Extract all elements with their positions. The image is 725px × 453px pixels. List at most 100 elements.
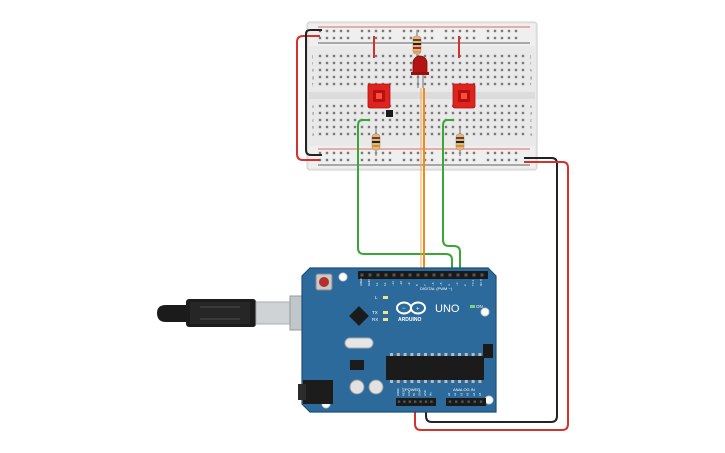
breadboard-hole [416,111,420,115]
usb-plug-metal [255,301,291,325]
breadboard-hole [353,132,357,136]
chip-pin [437,380,441,383]
chip-pin [430,380,434,383]
breadboard-hole [395,111,399,115]
breadboard-hole [374,68,378,72]
breadboard-hole [318,118,322,122]
breadboard-hole [444,29,448,33]
breadboard-hole [332,54,336,58]
mount-hole-1 [338,272,348,282]
breadboard-hole [437,82,441,86]
breadboard-hole [437,104,441,108]
breadboard-hole [325,125,329,129]
voltage-regulator [350,360,364,370]
breadboard-hole [444,132,448,136]
usb-chip [349,306,369,326]
resistor-led [412,30,422,60]
breadboard-hole [465,36,469,40]
arduino-logo-icon: − + [396,301,426,315]
digital-pin-label: 12 [383,282,387,286]
breadboard-hole [493,158,497,162]
breadboard-hole [402,125,406,129]
breadboard-hole [374,158,378,162]
breadboard-row-letter: e [530,104,533,109]
breadboard-hole [486,75,490,79]
breadboard-hole [451,158,455,162]
breadboard-hole [500,125,504,129]
breadboard-hole [395,125,399,129]
breadboard-hole [381,68,385,72]
digital-label: DIGITAL (PWM ~) [420,286,453,291]
breadboard-hole [388,54,392,58]
breadboard-hole [437,61,441,65]
breadboard-hole [325,82,329,86]
chip-pin [417,380,421,383]
breadboard-hole [402,75,406,79]
breadboard-row-letter: g [312,75,314,80]
breadboard-hole [325,151,329,155]
breadboard-hole [346,111,350,115]
breadboard-hole [444,36,448,40]
breadboard-hole [486,158,490,162]
breadboard-hole [472,111,476,115]
chip-pin [444,380,448,383]
breadboard-hole [521,104,525,108]
breadboard-hole [353,68,357,72]
breadboard-hole [388,151,392,155]
breadboard-hole [395,132,399,136]
breadboard-hole [381,111,385,115]
breadboard-hole [325,111,329,115]
analog-pin-label: A5 [478,392,482,396]
breadboard-row-letter: b [312,125,315,130]
mount-hole-2 [480,307,490,317]
breadboard-hole [381,75,385,79]
breadboard-hole [521,125,525,129]
breadboard-hole [339,54,343,58]
usb-cable [157,295,311,331]
digital-pin-label: ~3 [455,282,459,286]
breadboard-hole [514,36,518,40]
power-pin [403,400,406,403]
breadboard-hole [353,118,357,122]
breadboard-hole [402,36,406,40]
breadboard-hole [339,132,343,136]
breadboard-hole [507,104,511,108]
breadboard-hole [472,29,476,33]
digital-header [358,271,488,279]
digital-pin-label: ~10 [399,281,403,286]
chip-pin [390,353,393,356]
jumper-red-right [458,36,460,58]
breadboard-hole [416,104,420,108]
breadboard-hole [493,132,497,136]
digital-pin-label: 4 [447,284,451,286]
led-l [383,296,388,299]
power-label: POWER [405,387,420,392]
breadboard-hole [409,61,413,65]
breadboard-hole [465,118,469,122]
breadboard-hole [472,61,476,65]
chip-pin [451,380,455,383]
breadboard-hole [444,82,448,86]
breadboard-hole [409,54,413,58]
breadboard-hole [353,104,357,108]
breadboard-hole [493,68,497,72]
breadboard-hole [381,151,385,155]
breadboard-hole [318,125,322,129]
breadboard-hole [479,61,483,65]
breadboard-hole [465,111,469,115]
breadboard-hole [514,82,518,86]
chip-pin [403,353,407,356]
breadboard-hole [360,68,364,72]
breadboard-hole [472,132,476,136]
digital-pin [424,273,428,277]
breadboard-hole [458,29,462,33]
breadboard-hole [507,36,511,40]
label-on: ON [476,304,483,309]
breadboard-hole [388,158,392,162]
breadboard-row-letter: h [312,68,314,73]
chip-pin [478,380,482,383]
breadboard-hole [493,104,497,108]
breadboard-hole [318,111,322,115]
digital-pin [368,273,372,277]
breadboard-hole [360,158,364,162]
